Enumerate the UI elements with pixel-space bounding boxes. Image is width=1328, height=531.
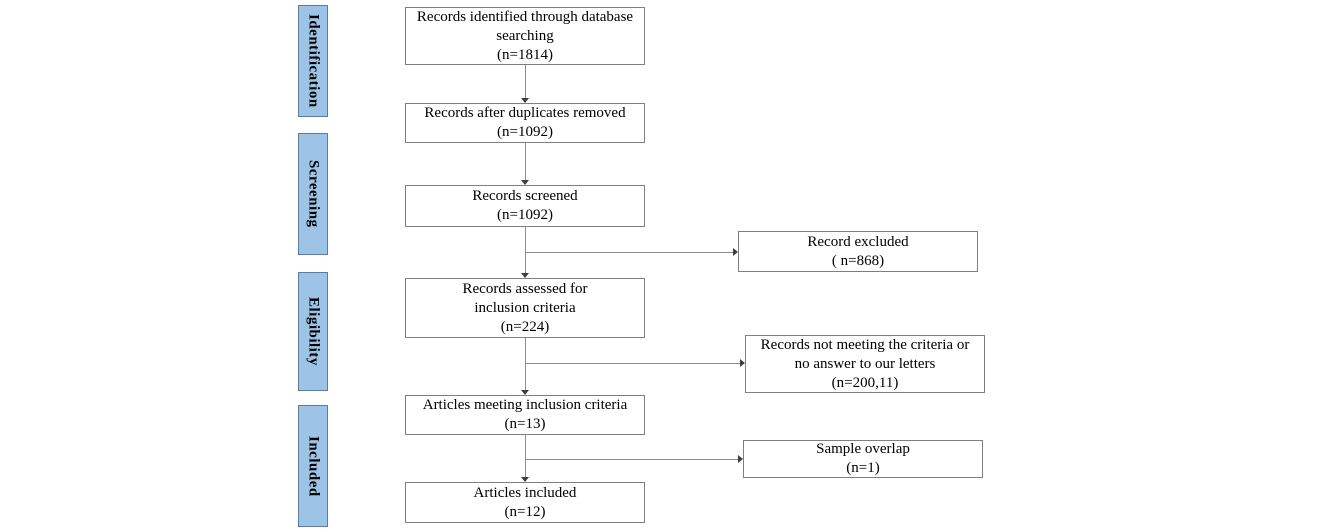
flow-box-record-excluded: Record excluded ( n=868) bbox=[738, 231, 978, 272]
flow-box-articles-included: Articles included (n=12) bbox=[405, 482, 645, 523]
connector-branch-to-not-meeting bbox=[525, 363, 741, 364]
flow-box-records-after-duplicates: Records after duplicates removed (n=1092… bbox=[405, 103, 645, 143]
connector-dedup-to-screened bbox=[525, 143, 526, 181]
connector-branch-to-overlap bbox=[525, 459, 739, 460]
arrowhead-down-icon bbox=[521, 390, 529, 395]
connector-screened-to-assessed bbox=[525, 227, 526, 274]
flow-box-records-not-meeting: Records not meeting the criteria or no a… bbox=[745, 335, 985, 393]
arrowhead-right-icon bbox=[733, 248, 738, 256]
connector-branch-to-excluded bbox=[525, 252, 734, 253]
connector-meeting-to-included bbox=[525, 435, 526, 478]
arrowhead-down-icon bbox=[521, 180, 529, 185]
connector-assessed-to-meeting bbox=[525, 338, 526, 391]
flow-box-sample-overlap: Sample overlap (n=1) bbox=[743, 440, 983, 478]
stage-label-screening: Screening bbox=[298, 133, 328, 255]
flow-box-records-assessed: Records assessed for inclusion criteria … bbox=[405, 278, 645, 338]
stage-label-identification: Identification bbox=[298, 5, 328, 117]
stage-label-eligibility: Eligibility bbox=[298, 272, 328, 391]
flow-box-records-identified: Records identified through database sear… bbox=[405, 7, 645, 65]
flow-box-articles-meeting: Articles meeting inclusion criteria (n=1… bbox=[405, 395, 645, 435]
flow-box-records-screened: Records screened (n=1092) bbox=[405, 185, 645, 227]
stage-label-included: Included bbox=[298, 405, 328, 527]
arrowhead-down-icon bbox=[521, 477, 529, 482]
arrowhead-down-icon bbox=[521, 98, 529, 103]
arrowhead-right-icon bbox=[740, 359, 745, 367]
arrowhead-right-icon bbox=[738, 455, 743, 463]
arrowhead-down-icon bbox=[521, 273, 529, 278]
connector-identified-to-dedup bbox=[525, 65, 526, 99]
